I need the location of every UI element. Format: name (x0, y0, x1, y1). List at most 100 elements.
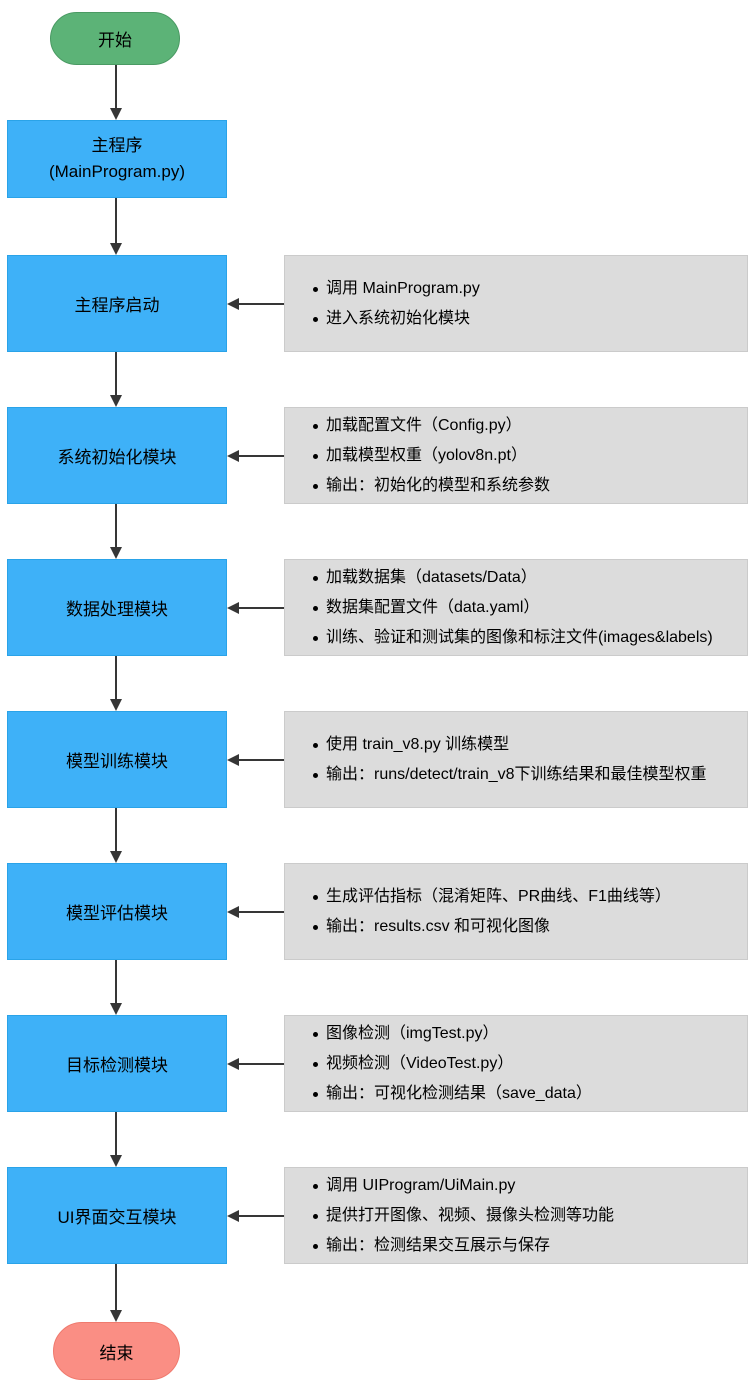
note-item: 输出：可视化检测结果（save_data） (311, 1079, 592, 1109)
arrow-down-icon (109, 1155, 122, 1167)
end-terminal: 结束 (53, 1322, 180, 1380)
arrow-down-icon (109, 108, 122, 120)
arrow-left-icon (227, 601, 239, 614)
arrow-left-icon (227, 753, 239, 766)
arrow-left-icon (227, 297, 239, 310)
arrow-left-icon (227, 905, 239, 918)
arrow-line (114, 504, 117, 547)
note-item: 调用 UIProgram/UiMain.py (311, 1171, 614, 1201)
note-arrow (227, 297, 284, 310)
note-arrow (227, 1057, 284, 1070)
note-item: 提供打开图像、视频、摄像头检测等功能 (311, 1201, 614, 1231)
module-label: 系统初始化模块 (57, 448, 177, 467)
note-box-model-evaluation: 生成评估指标（混淆矩阵、PR曲线、F1曲线等） 输出：results.csv 和… (284, 863, 748, 960)
module-label: UI界面交互模块 (57, 1208, 177, 1227)
note-box-model-training: 使用 train_v8.py 训练模型 输出：runs/detect/train… (284, 711, 748, 808)
arrow-line (239, 454, 284, 457)
flow-arrow-program-to-start-module (109, 198, 122, 255)
note-box-ui-interaction: 调用 UIProgram/UiMain.py 提供打开图像、视频、摄像头检测等功… (284, 1167, 748, 1264)
arrow-line (239, 1214, 284, 1217)
arrow-left-icon (227, 1209, 239, 1222)
arrow-left-icon (227, 449, 239, 462)
note-item: 加载模型权重（yolov8n.pt） (311, 441, 550, 471)
main-program-line1: 主程序 (91, 136, 143, 155)
note-arrow (227, 753, 284, 766)
flow-arrow-down (109, 960, 122, 1015)
arrow-line (114, 198, 117, 243)
arrow-down-icon (109, 699, 122, 711)
module-label: 模型训练模块 (66, 752, 168, 771)
flow-arrow-down (109, 656, 122, 711)
flow-row-data-processing: 数据处理模块 加载数据集（datasets/Data） 数据集配置文件（data… (0, 559, 754, 711)
note-list: 加载数据集（datasets/Data） 数据集配置文件（data.yaml） … (285, 563, 719, 653)
flow-arrow-down (109, 1112, 122, 1167)
note-item: 使用 train_v8.py 训练模型 (311, 730, 707, 760)
arrow-line (114, 352, 117, 395)
arrow-down-icon (109, 547, 122, 559)
flow-row-object-detection: 目标检测模块 图像检测（imgTest.py） 视频检测（VideoTest.p… (0, 1015, 754, 1167)
flow-row-ui-interaction: UI界面交互模块 调用 UIProgram/UiMain.py 提供打开图像、视… (0, 1167, 754, 1322)
main-program-box: 主程序 (MainProgram.py) (7, 120, 227, 198)
flow-arrow-to-end (109, 1264, 122, 1322)
arrow-line (239, 606, 284, 609)
module-label: 模型评估模块 (66, 904, 168, 923)
note-box-program-start: 调用 MainProgram.py 进入系统初始化模块 (284, 255, 748, 352)
module-box-system-init: 系统初始化模块 (7, 407, 227, 504)
module-box-ui-interaction: UI界面交互模块 (7, 1167, 227, 1264)
note-list: 调用 MainProgram.py 进入系统初始化模块 (285, 274, 486, 334)
arrow-line (114, 65, 117, 108)
note-list: 加载配置文件（Config.py） 加载模型权重（yolov8n.pt） 输出：… (285, 411, 556, 501)
arrow-down-icon (109, 1003, 122, 1015)
module-box-object-detection: 目标检测模块 (7, 1015, 227, 1112)
arrow-line (114, 808, 117, 851)
arrow-line (114, 656, 117, 699)
flow-arrow-down (109, 504, 122, 559)
end-label: 结束 (99, 1343, 134, 1363)
start-label: 开始 (98, 31, 132, 50)
note-item: 输出：runs/detect/train_v8下训练结果和最佳模型权重 (311, 760, 707, 790)
note-item: 进入系统初始化模块 (311, 304, 480, 334)
note-arrow (227, 1209, 284, 1222)
arrow-down-icon (109, 1310, 122, 1322)
note-item: 输出：检测结果交互展示与保存 (311, 1231, 614, 1261)
arrow-down-icon (109, 395, 122, 407)
flow-arrow-start-to-program (109, 65, 122, 120)
note-list: 生成评估指标（混淆矩阵、PR曲线、F1曲线等） 输出：results.csv 和… (285, 882, 677, 942)
note-item: 视频检测（VideoTest.py） (311, 1049, 592, 1079)
note-list: 使用 train_v8.py 训练模型 输出：runs/detect/train… (285, 730, 713, 790)
note-box-system-init: 加载配置文件（Config.py） 加载模型权重（yolov8n.pt） 输出：… (284, 407, 748, 504)
arrow-line (114, 1264, 117, 1310)
arrow-line (114, 1112, 117, 1155)
module-label: 主程序启动 (74, 296, 160, 315)
note-box-data-processing: 加载数据集（datasets/Data） 数据集配置文件（data.yaml） … (284, 559, 748, 656)
note-item: 图像检测（imgTest.py） (311, 1019, 592, 1049)
note-item: 加载配置文件（Config.py） (311, 411, 550, 441)
note-arrow (227, 905, 284, 918)
module-box-model-training: 模型训练模块 (7, 711, 227, 808)
note-item: 生成评估指标（混淆矩阵、PR曲线、F1曲线等） (311, 882, 671, 912)
note-item: 加载数据集（datasets/Data） (311, 563, 713, 593)
note-box-object-detection: 图像检测（imgTest.py） 视频检测（VideoTest.py） 输出：可… (284, 1015, 748, 1112)
module-box-program-start: 主程序启动 (7, 255, 227, 352)
start-terminal: 开始 (50, 12, 180, 65)
arrow-line (239, 758, 284, 761)
note-item: 输出：初始化的模型和系统参数 (311, 471, 550, 501)
flow-row-model-evaluation: 模型评估模块 生成评估指标（混淆矩阵、PR曲线、F1曲线等） 输出：result… (0, 863, 754, 1015)
arrow-line (239, 302, 284, 305)
module-label: 目标检测模块 (66, 1056, 168, 1075)
note-list: 调用 UIProgram/UiMain.py 提供打开图像、视频、摄像头检测等功… (285, 1171, 620, 1261)
module-box-model-evaluation: 模型评估模块 (7, 863, 227, 960)
flow-arrow-down (109, 808, 122, 863)
note-item: 调用 MainProgram.py (311, 274, 480, 304)
note-item: 数据集配置文件（data.yaml） (311, 593, 713, 623)
module-label: 数据处理模块 (66, 600, 168, 619)
arrow-line (239, 910, 284, 913)
arrow-left-icon (227, 1057, 239, 1070)
note-arrow (227, 449, 284, 462)
main-program-line2: (MainProgram.py) (48, 162, 186, 181)
flow-row-system-init: 系统初始化模块 加载配置文件（Config.py） 加载模型权重（yolov8n… (0, 407, 754, 559)
note-arrow (227, 601, 284, 614)
flow-row-program-start: 主程序启动 调用 MainProgram.py 进入系统初始化模块 (0, 255, 754, 407)
arrow-down-icon (109, 851, 122, 863)
